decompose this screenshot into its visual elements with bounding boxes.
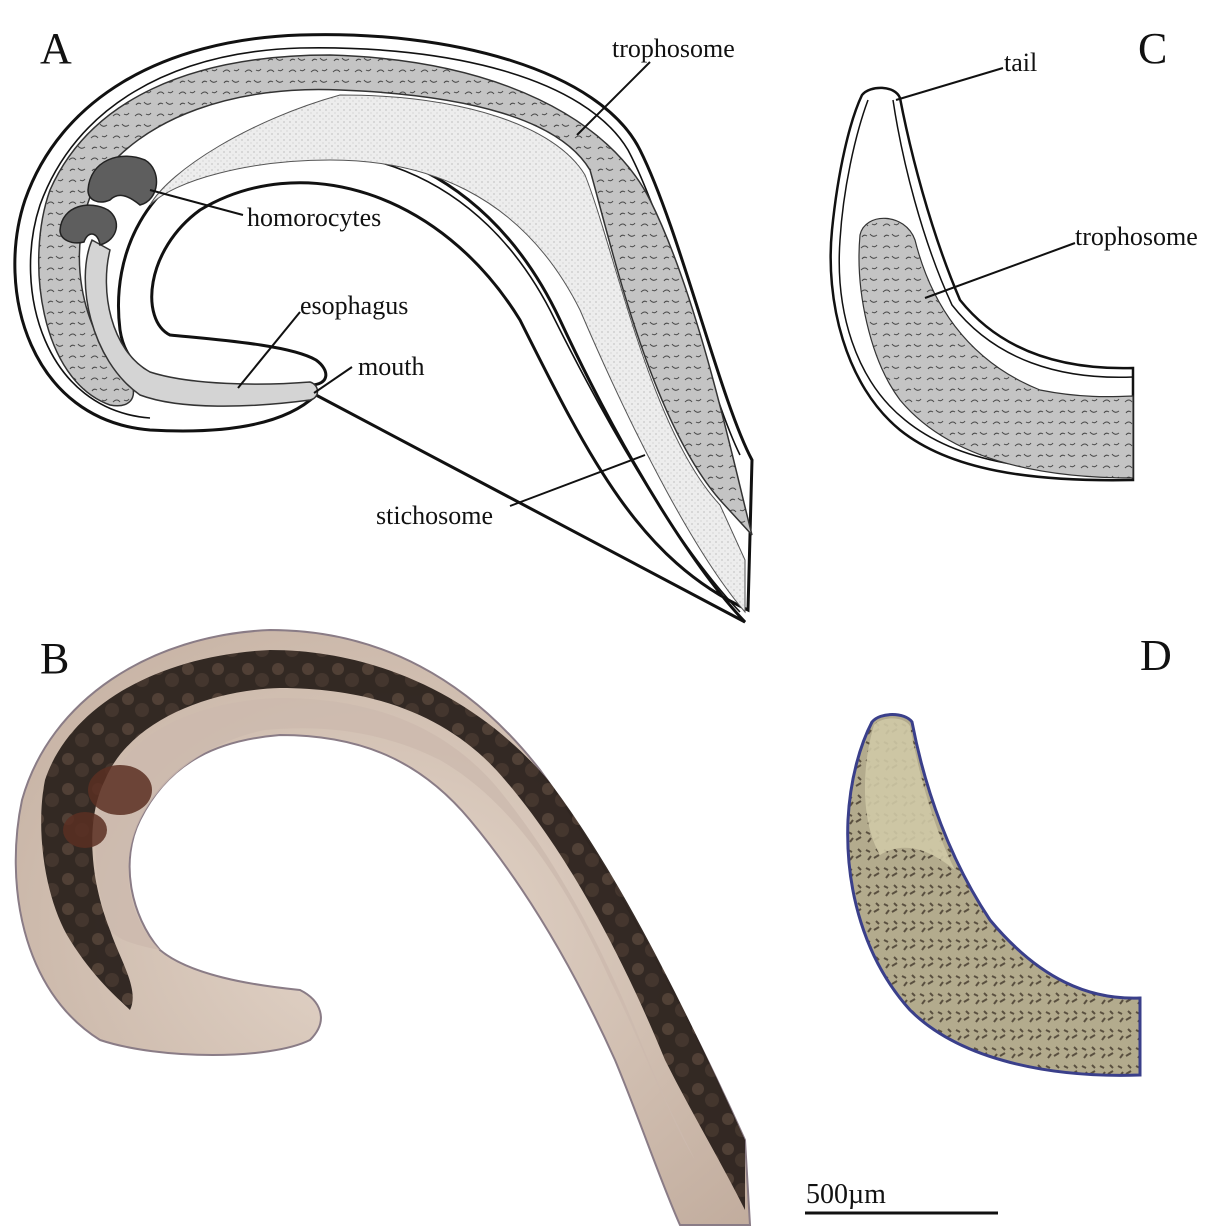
label-stichosome: stichosome bbox=[376, 501, 493, 530]
panel-b-letter: B bbox=[40, 634, 69, 683]
label-trophosome-a: trophosome bbox=[612, 34, 735, 63]
label-tail: tail bbox=[1004, 48, 1037, 77]
panel-d-letter: D bbox=[1140, 631, 1172, 680]
panel-d: D bbox=[848, 631, 1172, 1075]
label-esophagus: esophagus bbox=[300, 291, 408, 320]
label-homorocytes: homorocytes bbox=[247, 203, 381, 232]
panel-b: B bbox=[16, 630, 750, 1225]
panel-c: C tail trophosome bbox=[831, 24, 1198, 480]
scale-bar-label: 500µm bbox=[806, 1179, 886, 1210]
panel-a: A trophosome homorocytes esophagus mouth… bbox=[15, 24, 752, 622]
photo-b-homorocyte bbox=[88, 765, 152, 815]
scale-bar: 500µm bbox=[805, 1179, 998, 1213]
panel-c-letter: C bbox=[1138, 24, 1167, 73]
leader-tail bbox=[896, 68, 1003, 100]
photo-b-homorocyte-2 bbox=[63, 812, 107, 848]
photo-d-tail-tip bbox=[865, 718, 955, 870]
label-trophosome-c: trophosome bbox=[1075, 222, 1198, 251]
label-mouth: mouth bbox=[358, 352, 424, 381]
panel-a-letter: A bbox=[40, 24, 72, 73]
